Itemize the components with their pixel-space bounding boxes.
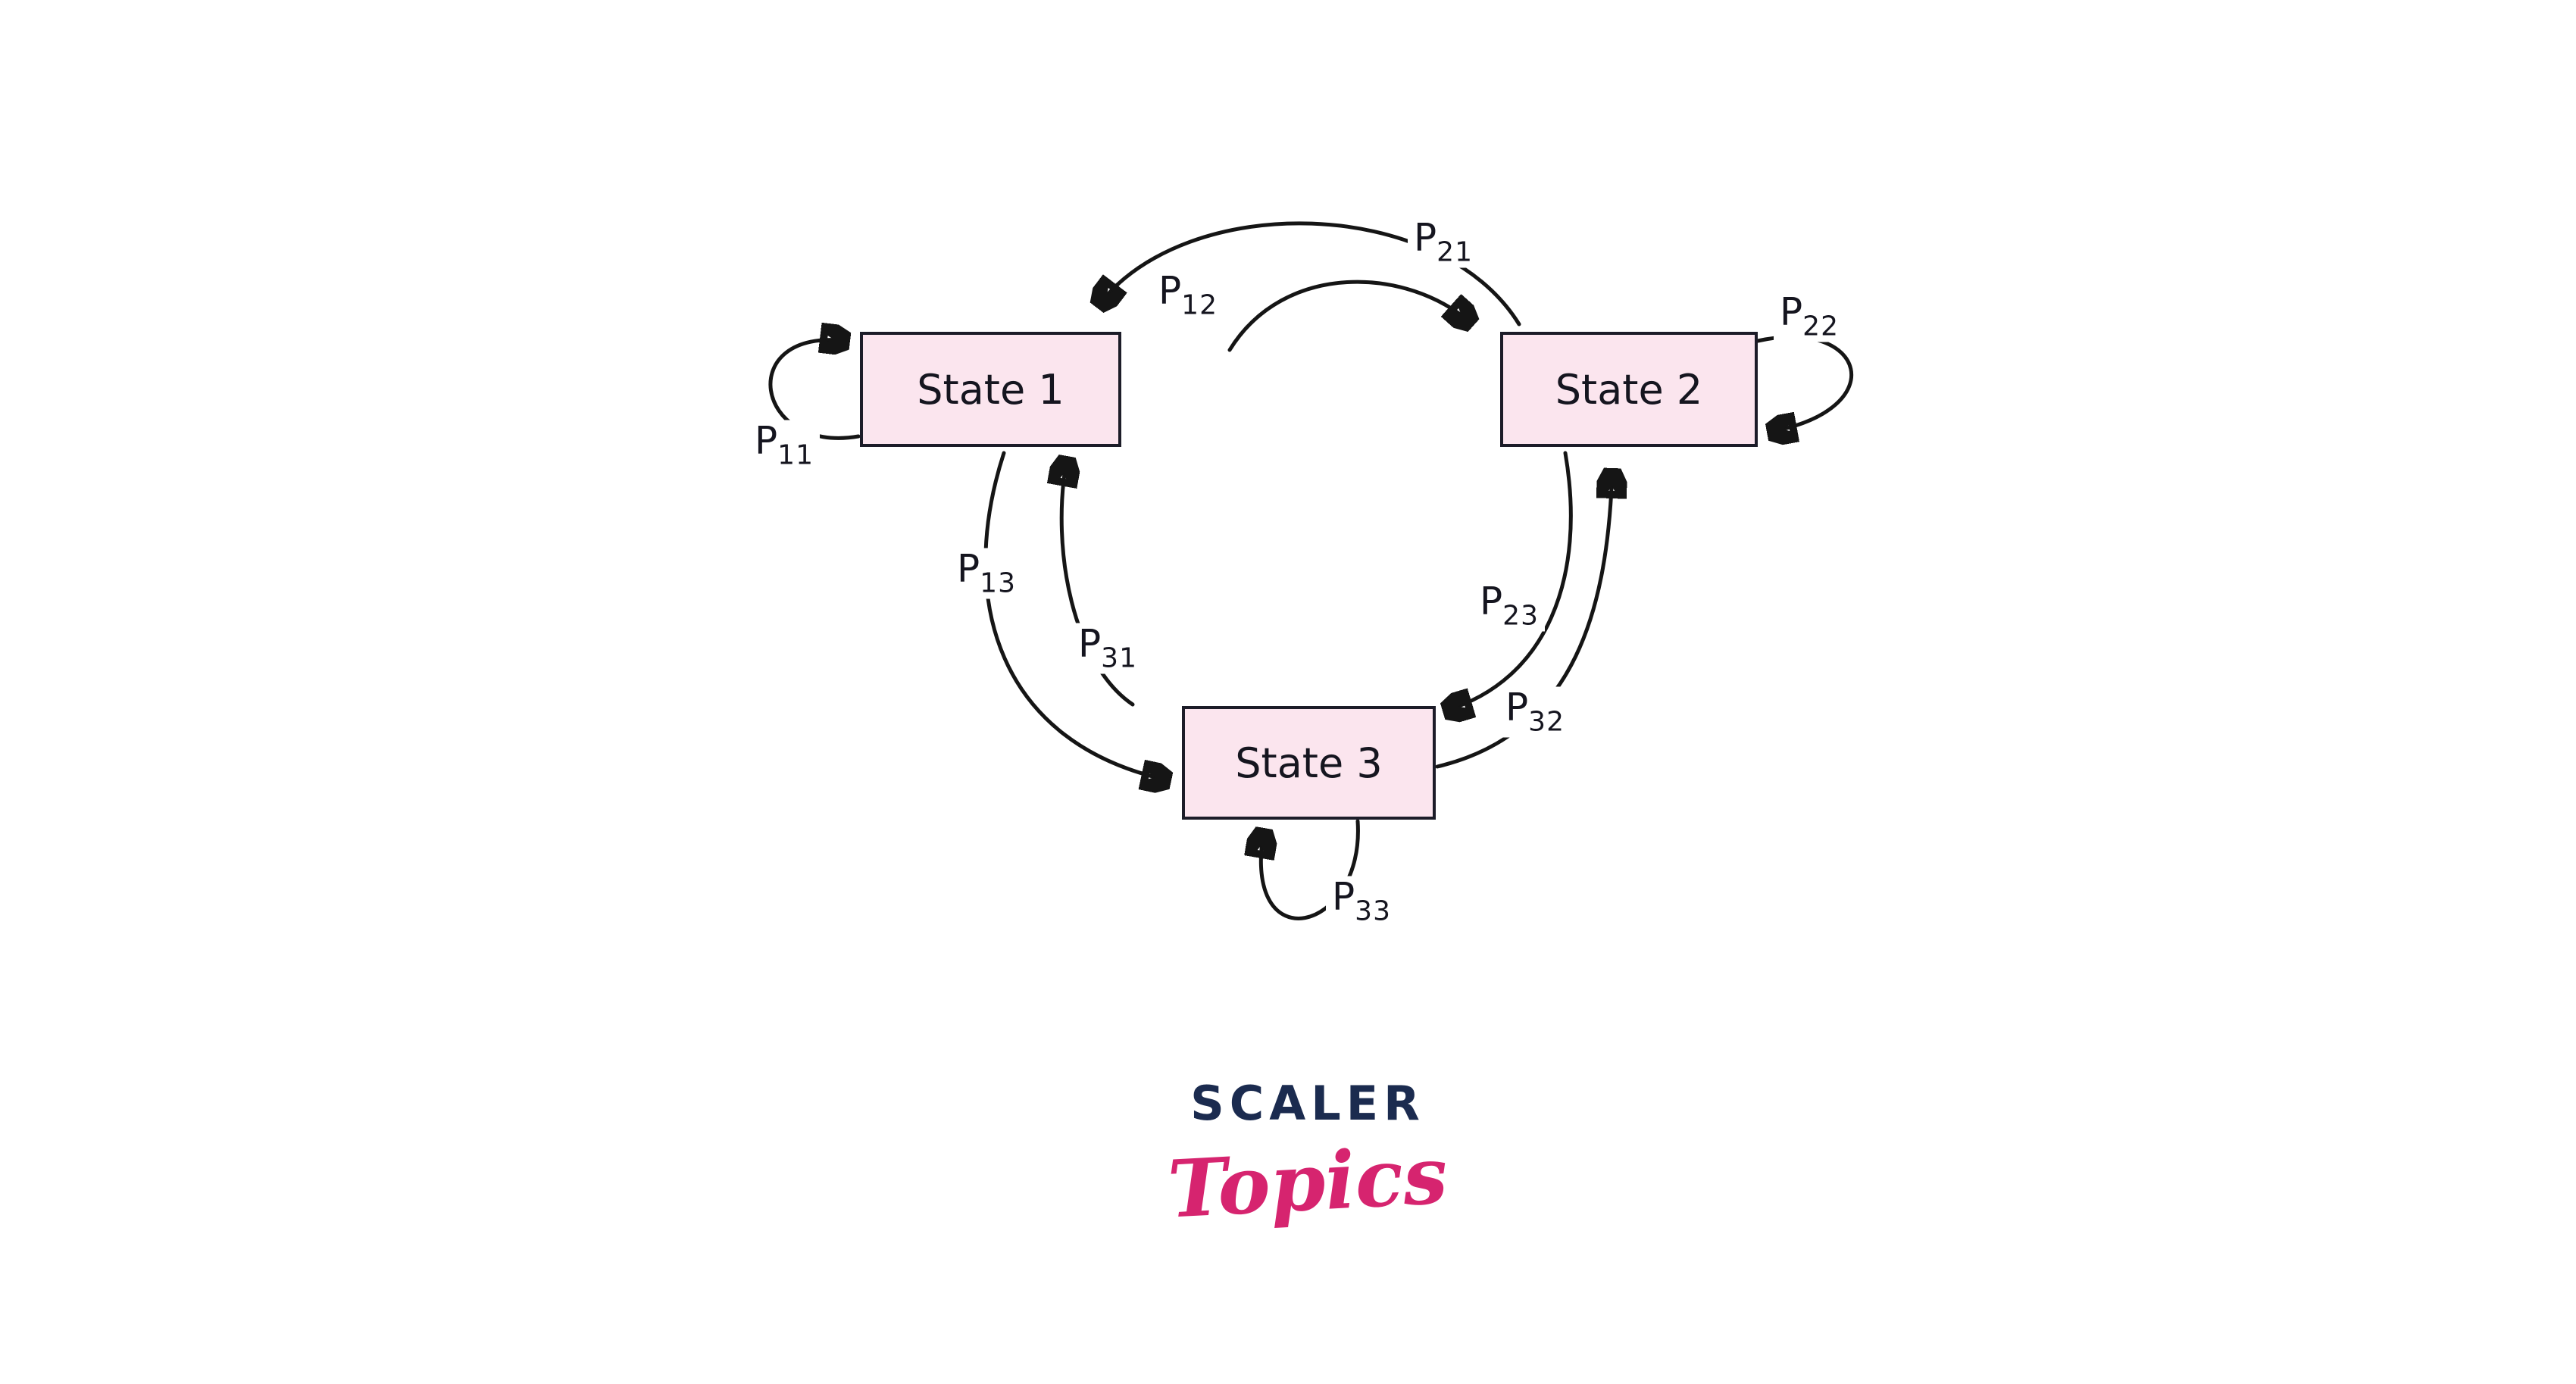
scaler-wordmark: SCALER (1190, 1076, 1425, 1131)
transition-label-p31: P31 (1072, 623, 1143, 674)
p32-sub: 32 (1528, 706, 1565, 738)
transition-label-p13: P13 (951, 548, 1022, 599)
p23-sub: 23 (1502, 600, 1539, 632)
arrow-p33-self-loop (1261, 819, 1360, 920)
p21-base: P (1414, 215, 1437, 260)
p12-sub: 12 (1181, 289, 1218, 321)
transition-label-p33: P33 (1326, 876, 1397, 927)
p22-base: P (1780, 289, 1803, 334)
transition-label-p22: P22 (1774, 289, 1845, 342)
state-box-2: State 2 (1500, 332, 1758, 447)
transition-label-p11: P11 (749, 420, 820, 471)
state-3-label: State 3 (1235, 739, 1383, 787)
transition-label-p12: P12 (1152, 270, 1224, 321)
transition-label-p21: P21 (1408, 217, 1479, 268)
arrow-p31 (1061, 459, 1135, 707)
p32-base: P (1505, 685, 1529, 729)
state-2-label: State 2 (1555, 365, 1703, 414)
p31-base: P (1078, 621, 1102, 666)
arrow-p11-self-loop (768, 340, 861, 440)
arrow-p21 (1099, 221, 1521, 326)
p11-base: P (755, 418, 778, 463)
p22-sub: 22 (1802, 311, 1839, 342)
p33-base: P (1332, 874, 1355, 919)
state-box-3: State 3 (1182, 706, 1436, 820)
state-box-1: State 1 (860, 332, 1121, 447)
arrow-p13 (983, 451, 1168, 780)
arrow-p23 (1446, 451, 1573, 711)
arrow-p12 (1227, 280, 1471, 352)
p12-base: P (1158, 268, 1182, 313)
state-1-label: State 1 (917, 365, 1064, 414)
topics-wordmark: Topics (1165, 1128, 1450, 1236)
p11-sub: 11 (777, 439, 814, 471)
transition-label-p23: P23 (1474, 579, 1545, 632)
scaler-logo: SCALER Topics (1166, 1076, 1450, 1236)
arrow-p22-self-loop (1755, 335, 1853, 432)
p33-sub: 33 (1355, 895, 1391, 927)
transition-label-p32: P32 (1499, 685, 1571, 738)
p21-sub: 21 (1436, 236, 1473, 268)
p13-sub: 13 (980, 567, 1016, 599)
p31-sub: 31 (1101, 642, 1137, 674)
p13-base: P (957, 546, 980, 591)
arrow-p32 (1435, 471, 1612, 769)
p23-base: P (1480, 579, 1503, 623)
